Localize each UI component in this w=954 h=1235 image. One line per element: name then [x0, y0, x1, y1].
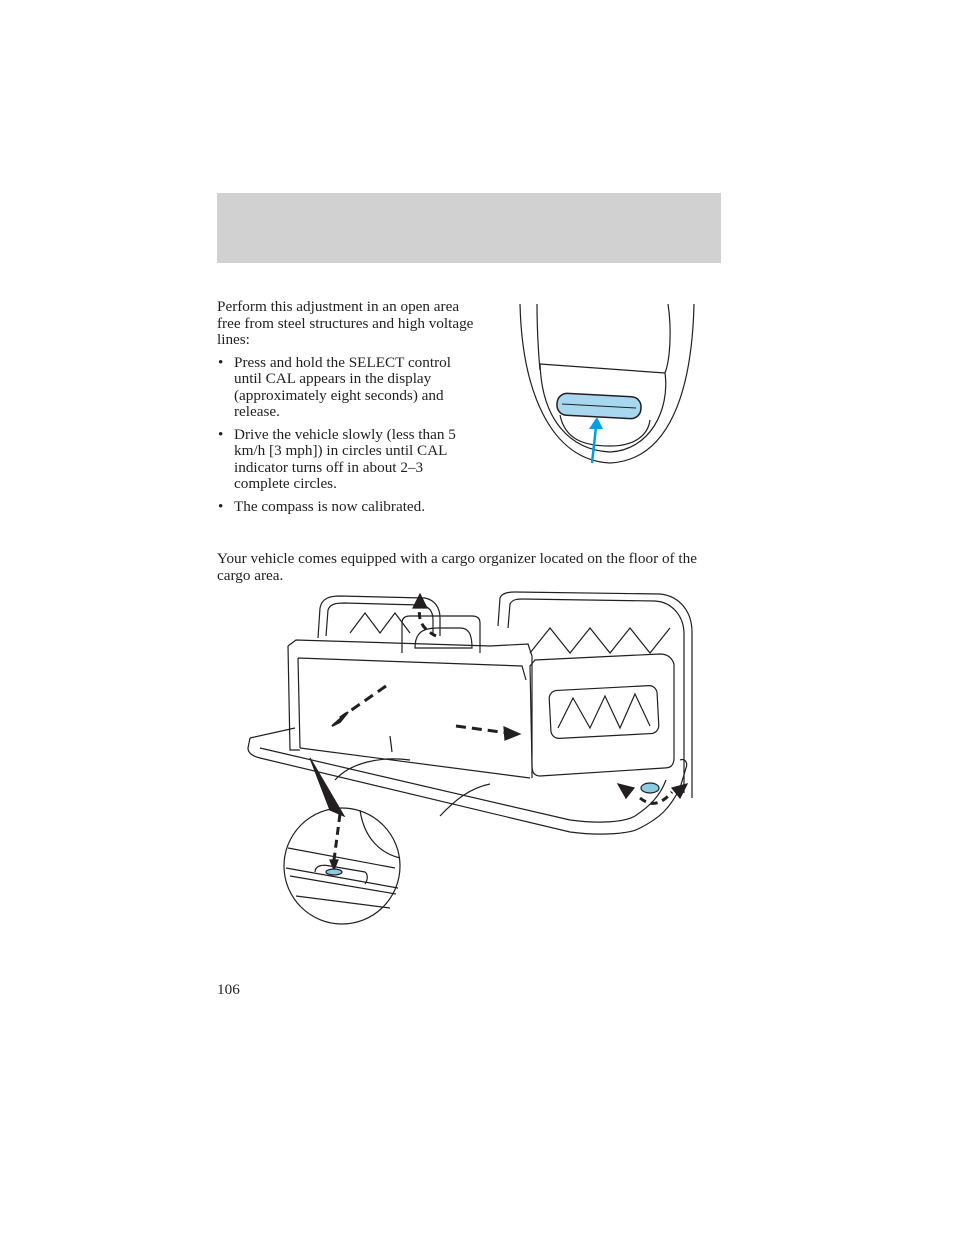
- section-header-band: [217, 193, 721, 263]
- arrow-right-icon: [503, 726, 522, 741]
- bullet-icon: •: [218, 353, 224, 371]
- arrow-up-icon: [412, 592, 428, 609]
- release-knob: [640, 782, 660, 794]
- page-number: 106: [217, 981, 240, 998]
- cargo-organizer-illustration: [247, 591, 693, 925]
- bullet-icon: •: [218, 497, 224, 515]
- calibration-step: • The compass is now calibrated.: [218, 497, 426, 515]
- press-arrow-icon: [590, 426, 598, 464]
- calibration-step: • Drive the vehicle slowly (less than 5 …: [218, 425, 456, 492]
- arrow-left-icon: [331, 711, 349, 727]
- calibration-instructions: Perform this adjustment in an open area …: [217, 298, 477, 521]
- calibration-step: • Press and hold the SELECT control unti…: [218, 353, 451, 420]
- cargo-organizer-description: Your vehicle comes equipped with a cargo…: [217, 550, 697, 584]
- overhead-console-illustration: [519, 303, 695, 464]
- bullet-icon: •: [218, 425, 224, 443]
- calibration-intro: Perform this adjustment in an open area …: [217, 298, 474, 348]
- arrow-rotate-right-icon: [670, 783, 689, 800]
- calibration-steps: • Press and hold the SELECT control unti…: [217, 353, 477, 516]
- arrow-down-icon: [329, 859, 339, 872]
- arrow-rotate-left-icon: [616, 783, 636, 800]
- detail-magnifier: [283, 807, 401, 925]
